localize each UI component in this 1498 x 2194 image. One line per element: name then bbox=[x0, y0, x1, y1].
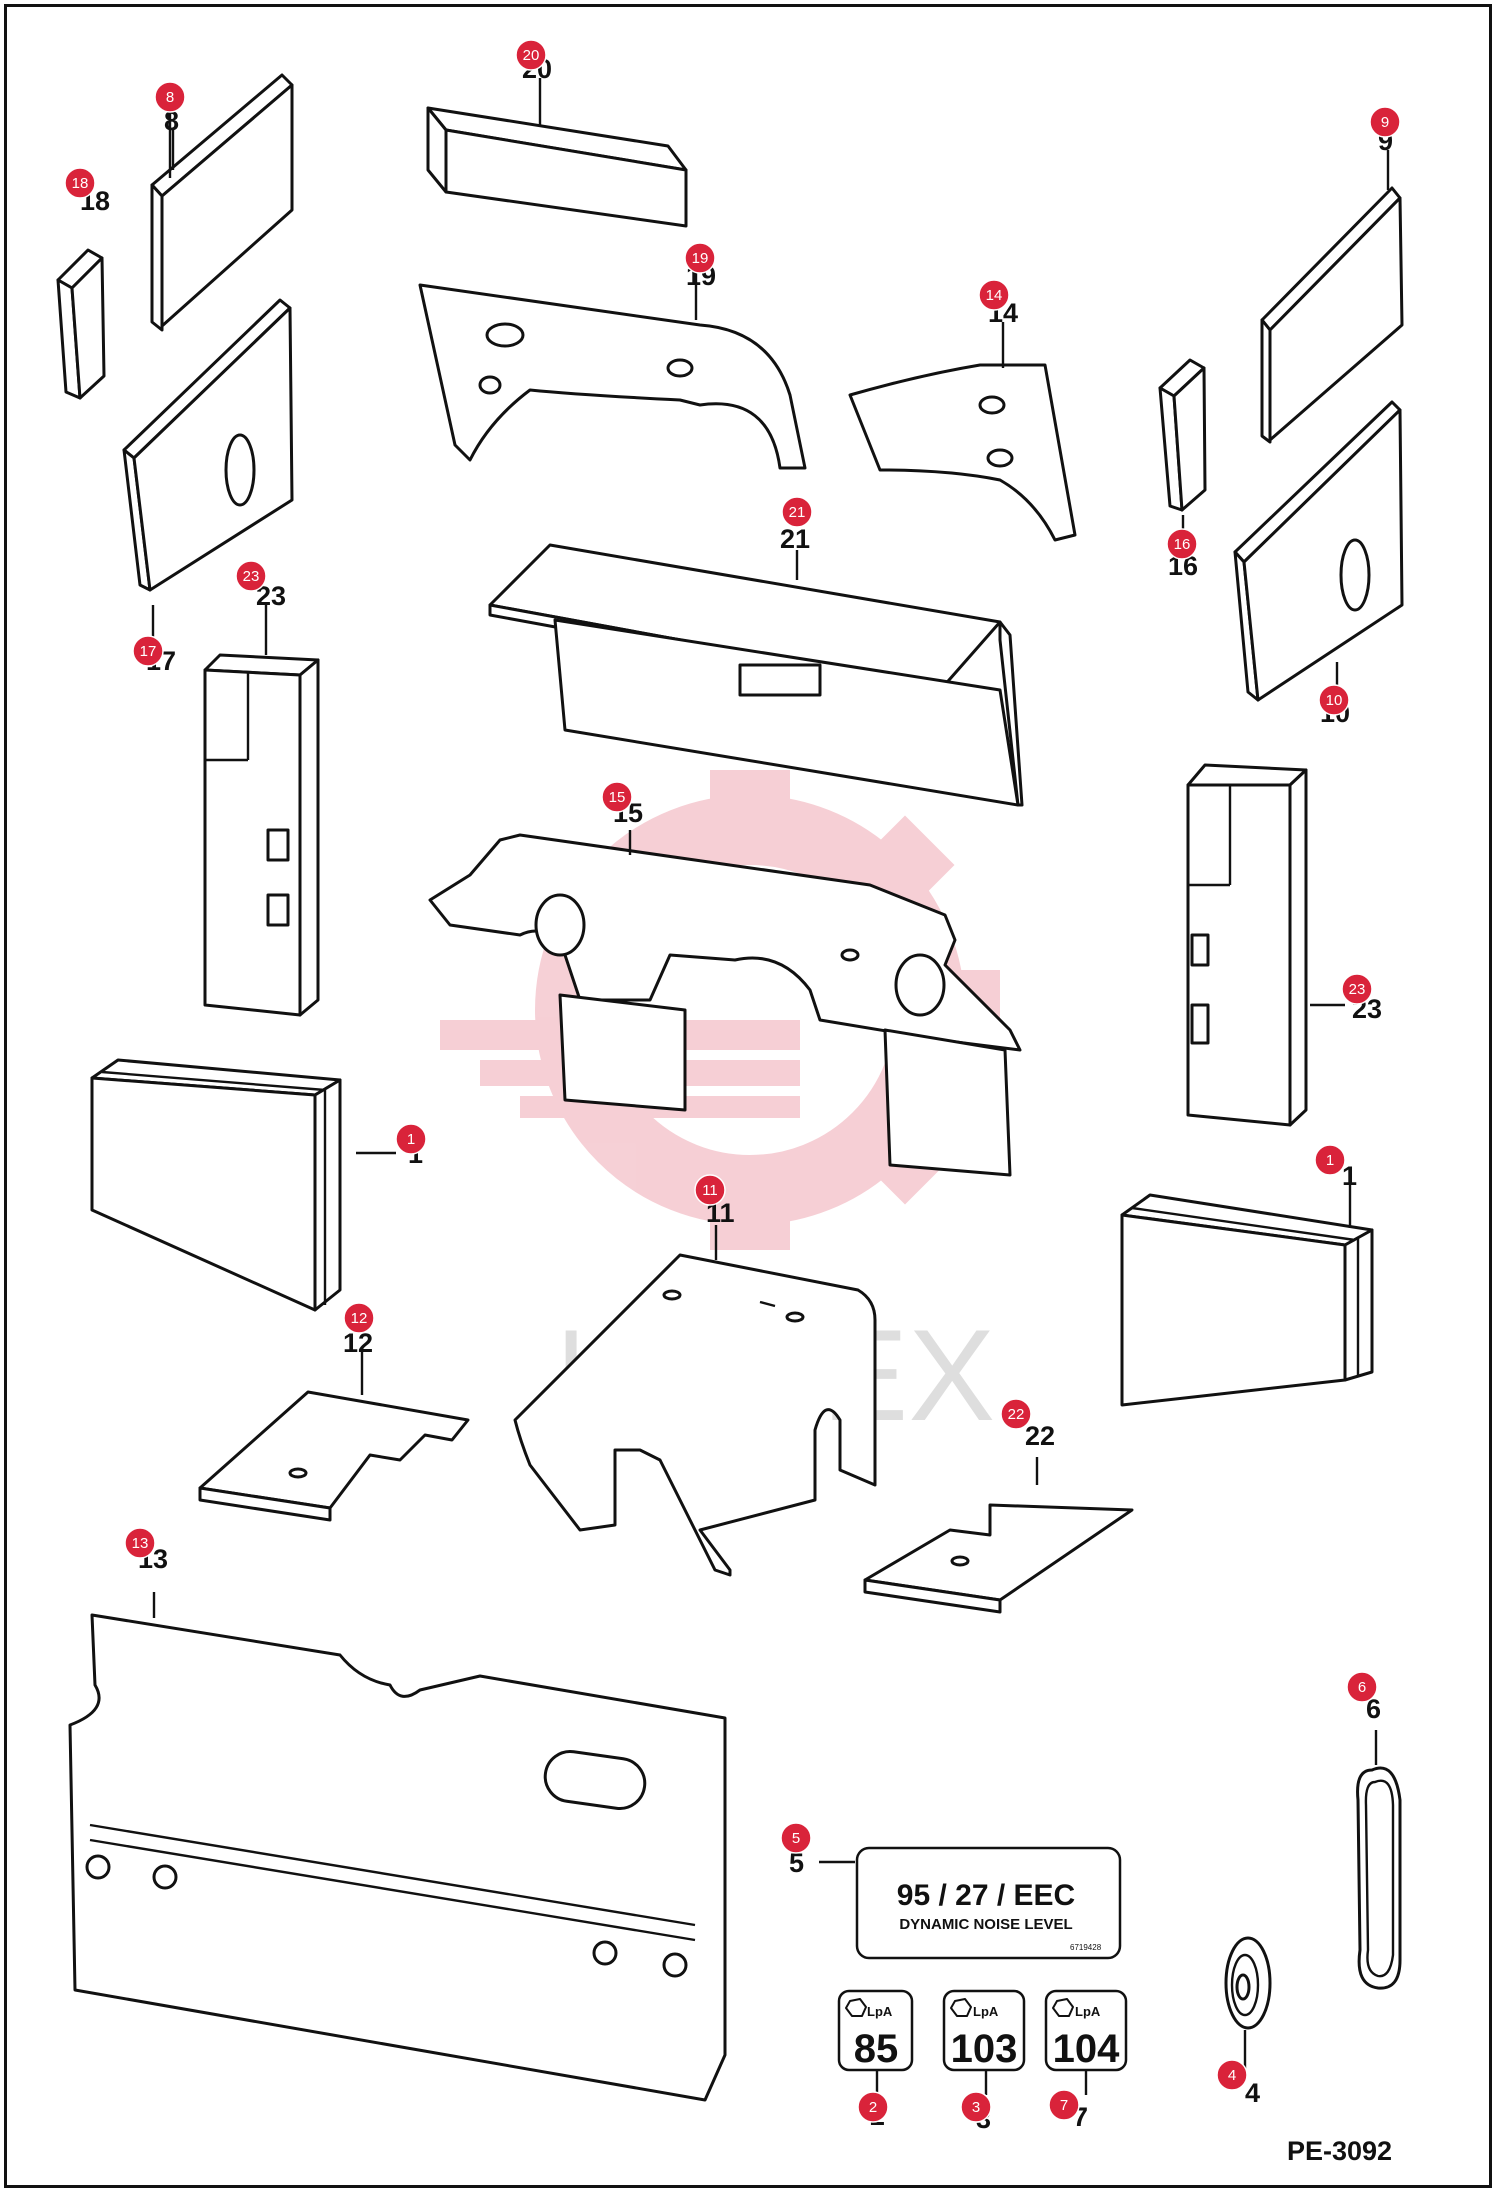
part-19-fender-insulation bbox=[418, 283, 807, 470]
callout-6[interactable]: 6 bbox=[1346, 1671, 1378, 1703]
callout-10[interactable]: 10 bbox=[1318, 684, 1350, 716]
callout-13[interactable]: 13 bbox=[124, 1527, 156, 1559]
svg-text:2: 2 bbox=[869, 2099, 877, 2116]
svg-text:6: 6 bbox=[1358, 1679, 1366, 1696]
part-6-belt bbox=[1356, 1766, 1402, 1990]
callout-1-right[interactable]: 1 bbox=[1314, 1144, 1346, 1176]
svg-text:11: 11 bbox=[702, 1182, 718, 1199]
svg-text:16: 16 bbox=[1174, 536, 1191, 553]
part-15-tunnel-insulation bbox=[428, 833, 1022, 1177]
decal-5-title: 95 / 27 / EEC bbox=[897, 1879, 1075, 1912]
svg-text:1: 1 bbox=[1326, 1152, 1334, 1169]
part-4-grommet bbox=[1224, 1936, 1272, 2030]
decal-7-value: 104 bbox=[1053, 2027, 1120, 2071]
callout-15[interactable]: 15 bbox=[601, 781, 633, 813]
callout-22[interactable]: 22 bbox=[1000, 1398, 1032, 1430]
svg-text:4: 4 bbox=[1228, 2067, 1236, 2084]
decal-3-noise-103: LpA 103 bbox=[942, 1989, 1026, 2072]
callout-4[interactable]: 4 bbox=[1216, 2059, 1248, 2091]
callout-3[interactable]: 3 bbox=[960, 2091, 992, 2123]
svg-text:22: 22 bbox=[1008, 1406, 1025, 1423]
callout-7[interactable]: 7 bbox=[1048, 2089, 1080, 2121]
decal-3-lpa-label: LpA bbox=[973, 2004, 999, 2019]
svg-text:9: 9 bbox=[1381, 114, 1389, 131]
callout-9[interactable]: 9 bbox=[1369, 106, 1401, 138]
decal-7-noise-104: LpA 104 bbox=[1044, 1989, 1128, 2072]
svg-text:12: 12 bbox=[351, 1310, 368, 1327]
part-23-left-block bbox=[203, 653, 320, 1017]
decal-7-lpa-label: LpA bbox=[1075, 2004, 1101, 2019]
part-number-4: 4 bbox=[1245, 2078, 1260, 2108]
part-1-right-pad bbox=[1120, 1193, 1374, 1407]
svg-text:19: 19 bbox=[692, 250, 709, 267]
decal-2-noise-85: LpA 85 bbox=[837, 1989, 914, 2072]
drawing-frame bbox=[4, 4, 1492, 2188]
svg-text:7: 7 bbox=[1060, 2097, 1068, 2114]
part-1-left-pad bbox=[90, 1058, 342, 1312]
callout-21[interactable]: 21 bbox=[781, 496, 813, 528]
part-18-strip bbox=[56, 248, 106, 400]
part-23-right-block bbox=[1186, 763, 1308, 1127]
part-9-panel bbox=[1260, 186, 1404, 444]
part-10-panel bbox=[1233, 400, 1404, 702]
svg-text:8: 8 bbox=[166, 89, 174, 106]
callout-5[interactable]: 5 bbox=[780, 1822, 812, 1854]
svg-text:23: 23 bbox=[1349, 981, 1366, 998]
part-number-5: 5 bbox=[789, 1848, 804, 1878]
callout-14[interactable]: 14 bbox=[978, 279, 1010, 311]
drawing-code: PE-3092 bbox=[1287, 2136, 1392, 2166]
decal-2-value: 85 bbox=[854, 2027, 899, 2071]
part-22-plate bbox=[863, 1503, 1134, 1614]
part-number-8: 8 bbox=[164, 106, 179, 136]
part-12-plate bbox=[198, 1390, 470, 1522]
callout-19[interactable]: 19 bbox=[684, 242, 716, 274]
leader-lines bbox=[151, 78, 1390, 2095]
svg-text:23: 23 bbox=[243, 568, 260, 585]
callout-23-right[interactable]: 23 bbox=[1341, 973, 1373, 1005]
callout-20[interactable]: 20 bbox=[515, 39, 547, 71]
part-20-plate bbox=[426, 106, 688, 228]
svg-text:14: 14 bbox=[986, 287, 1003, 304]
callout-12[interactable]: 12 bbox=[343, 1302, 375, 1334]
part-8-panel bbox=[150, 73, 294, 332]
part-number-1-right: 1 bbox=[1342, 1161, 1357, 1191]
decal-5-noise-level: 95 / 27 / EEC DYNAMIC NOISE LEVEL 671942… bbox=[855, 1846, 1122, 1960]
part-number-22: 22 bbox=[1025, 1421, 1055, 1451]
decal-5-subtitle: DYNAMIC NOISE LEVEL bbox=[899, 1916, 1072, 1933]
svg-text:10: 10 bbox=[1326, 692, 1343, 709]
svg-text:13: 13 bbox=[132, 1535, 149, 1552]
callout-8[interactable]: 8 bbox=[154, 81, 186, 113]
callout-markers: 8 18 20 19 14 9 16 10 21 17 23 15 23 1 1… bbox=[64, 39, 1401, 2123]
svg-text:5: 5 bbox=[792, 1830, 800, 1847]
part-11-tunnel-cover bbox=[513, 1253, 877, 1577]
decal-2-lpa-label: LpA bbox=[867, 2004, 893, 2019]
callout-18[interactable]: 18 bbox=[64, 167, 96, 199]
callout-2[interactable]: 2 bbox=[857, 2091, 889, 2123]
part-number-21: 21 bbox=[780, 524, 810, 554]
part-number-6: 6 bbox=[1366, 1694, 1381, 1724]
part-16-strip bbox=[1158, 358, 1207, 512]
svg-text:17: 17 bbox=[140, 643, 157, 660]
svg-text:20: 20 bbox=[523, 47, 540, 64]
callout-11[interactable]: 11 bbox=[694, 1174, 726, 1206]
part-17-panel bbox=[122, 298, 294, 592]
part-14-fender-insulation bbox=[848, 363, 1077, 542]
svg-text:3: 3 bbox=[972, 2099, 980, 2116]
svg-text:15: 15 bbox=[609, 789, 626, 806]
svg-text:1: 1 bbox=[407, 1131, 415, 1148]
part-13-firewall-panel bbox=[68, 1613, 727, 2102]
callout-1-left[interactable]: 1 bbox=[395, 1123, 427, 1155]
svg-text:18: 18 bbox=[72, 175, 89, 192]
decal-5-code: 6719428 bbox=[1070, 1943, 1102, 1952]
part-21-cover bbox=[488, 543, 1024, 807]
callout-16[interactable]: 16 bbox=[1166, 528, 1198, 560]
svg-text:21: 21 bbox=[789, 504, 806, 521]
callout-23-left[interactable]: 23 bbox=[235, 560, 267, 592]
decal-3-value: 103 bbox=[951, 2027, 1018, 2071]
callout-17[interactable]: 17 bbox=[132, 635, 164, 667]
